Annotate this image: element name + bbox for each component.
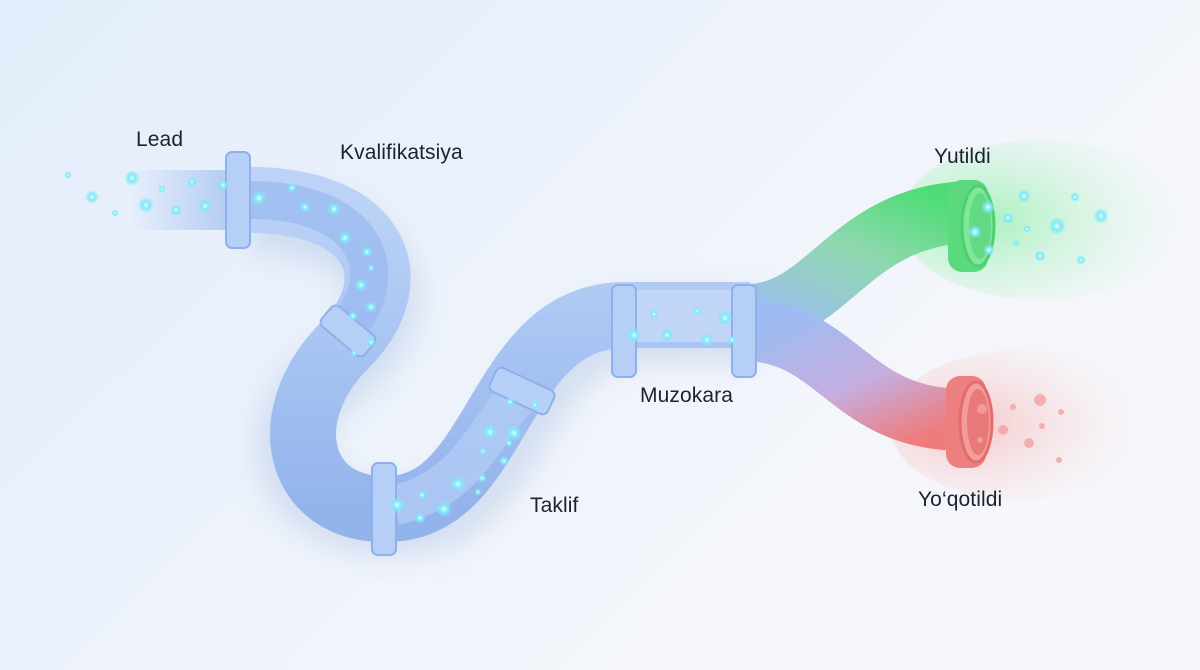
stage-label-lost: Yo‘qotildi [918,488,1003,511]
stage-label-lead: Lead [136,128,184,151]
lost-branch [746,299,966,451]
stage-label-negotiation: Muzokara [640,384,734,407]
stage-label-qualification: Kvalifikatsiya [340,141,463,164]
flow-particles [64,170,1109,524]
lost-particles [977,394,1064,463]
won-outlet [948,180,996,272]
lost-outlet [946,376,994,468]
stage-label-won: Yutildi [934,145,991,168]
stage-label-proposal: Taklif [530,494,579,517]
pipe-collars [225,151,757,556]
